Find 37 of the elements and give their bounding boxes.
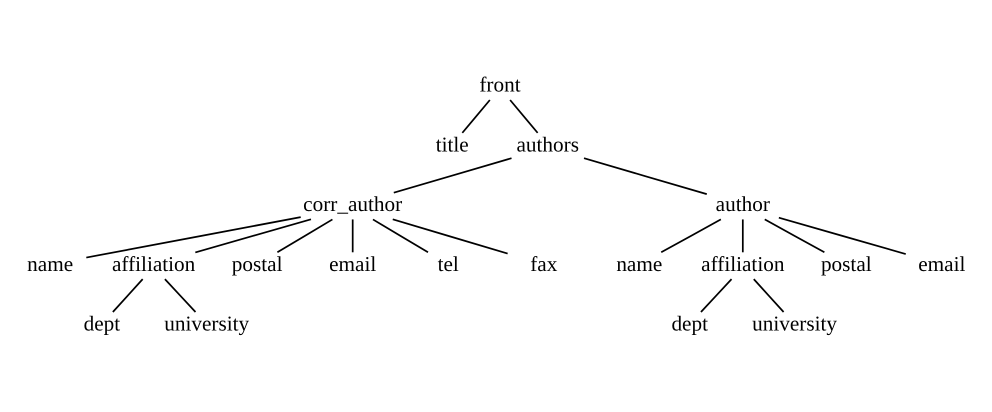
connector (392, 218, 508, 254)
node-text: title (436, 132, 469, 156)
node-text: postal (820, 252, 872, 276)
node-text: name (27, 252, 74, 276)
node-text: email (329, 252, 376, 276)
node-text: author (716, 192, 770, 216)
connector (372, 218, 428, 254)
connector (764, 218, 825, 254)
node-text: affiliation (701, 252, 784, 276)
connector (584, 157, 708, 195)
node-text: university (752, 311, 837, 336)
connector (276, 218, 333, 254)
node-text: email (918, 252, 966, 276)
node-text: front (479, 72, 521, 97)
connector (753, 278, 784, 313)
connector (195, 218, 312, 254)
node-text: authors (516, 132, 579, 156)
connector (352, 219, 354, 252)
connector (86, 216, 301, 258)
connector (509, 99, 538, 134)
node-text: postal (232, 252, 282, 276)
node-text: name (616, 252, 662, 276)
node-text: affiliation (112, 252, 196, 276)
connector (394, 157, 512, 194)
connector (700, 278, 732, 313)
connector (462, 99, 491, 134)
node-text: dept (84, 311, 120, 336)
connector (778, 216, 906, 255)
node-text: fax (530, 252, 558, 276)
connector (742, 219, 744, 252)
connector (164, 278, 196, 313)
node-text: university (164, 311, 250, 336)
node-text: tel (438, 252, 459, 276)
connector (112, 278, 144, 313)
node-text: corr_author (303, 192, 402, 216)
connector (660, 218, 722, 254)
node-text: dept (671, 311, 708, 336)
